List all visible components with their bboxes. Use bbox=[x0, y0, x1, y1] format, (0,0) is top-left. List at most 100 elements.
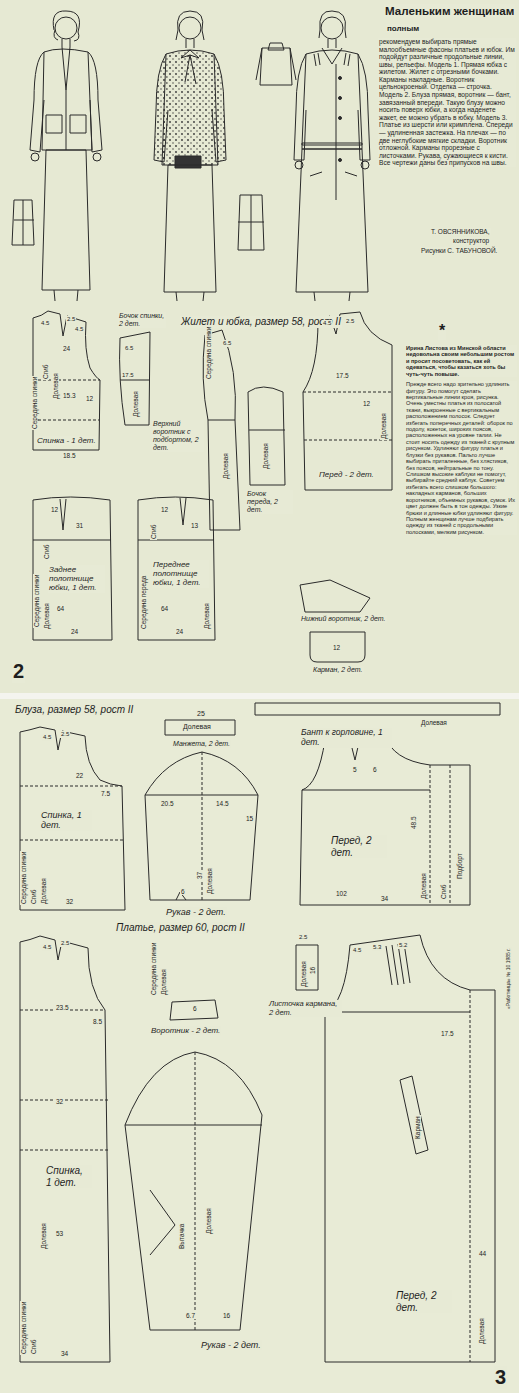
pattern-piece: Нижний воротник, 2 дет. bbox=[298, 578, 372, 638]
pattern-note: полным bbox=[386, 24, 420, 33]
dimension-number: 6.5 bbox=[124, 345, 134, 352]
dimension-number: 12 bbox=[362, 400, 371, 407]
page-title: Маленьким женщинам bbox=[384, 4, 515, 17]
pattern-note: Сгиб bbox=[30, 889, 37, 905]
pattern-note: Долевая bbox=[182, 723, 212, 731]
pattern-note: Долевая bbox=[40, 877, 47, 905]
piece-name: Спинка, 1 дет. bbox=[45, 1165, 92, 1188]
dimension-number: 12 bbox=[160, 506, 169, 513]
pattern-note: Долевая bbox=[206, 867, 213, 895]
pattern-note: Долевая bbox=[420, 719, 448, 726]
pattern-piece: Воротник - 2 дет. bbox=[148, 998, 220, 1043]
dimension-number: 102 bbox=[335, 890, 348, 897]
piece-name: Перед, 2 дет. bbox=[330, 835, 387, 858]
dimension-number: 32 bbox=[65, 898, 74, 905]
dimension-number: 15.3 bbox=[62, 392, 77, 399]
piece-name: Спинка, 1 дет. bbox=[40, 810, 92, 831]
pattern-note: Долевая bbox=[380, 412, 387, 440]
pattern-note: Сгиб bbox=[30, 1339, 37, 1355]
page-number: 2 bbox=[12, 660, 25, 683]
pattern-note: Подборт bbox=[456, 852, 463, 880]
dimension-number: 6 bbox=[372, 766, 378, 773]
dimension-number: 64 bbox=[160, 605, 169, 612]
dimension-number: 48.5 bbox=[410, 815, 417, 830]
pattern-note: Долевая bbox=[222, 452, 229, 480]
dimension-number: 14.5 bbox=[215, 800, 230, 807]
piece-name: Манжета, 2 дет. bbox=[172, 740, 231, 748]
pattern-piece: Перед, 2 дет. bbox=[320, 930, 498, 1365]
pattern-note: Сгиб bbox=[150, 524, 157, 540]
piece-name: Рукав - 2 дет. bbox=[200, 1340, 262, 1350]
dimension-number: 22 bbox=[75, 772, 84, 779]
dimension-number: 6.7 bbox=[185, 1312, 196, 1319]
pattern-piece: Спинка - 1 дет. bbox=[30, 308, 102, 453]
dimension-number: 34 bbox=[380, 895, 389, 902]
dimension-number: 53 bbox=[55, 1230, 64, 1237]
dimension-number: 4.5 bbox=[322, 320, 332, 327]
piece-name: Верхний воротник с подбортом, 2 дет. bbox=[152, 420, 204, 452]
pattern-note: Долевая bbox=[43, 602, 50, 630]
piece-name: Карман, 2 дет. bbox=[312, 666, 364, 674]
pattern-note: Долевая bbox=[160, 968, 167, 996]
dimension-number: 24 bbox=[175, 628, 184, 635]
pattern-note: Долевая bbox=[262, 442, 269, 470]
page-number: 3 bbox=[494, 1366, 507, 1389]
dimension-number: 12 bbox=[85, 395, 94, 402]
dimension-number: 7.5 bbox=[100, 790, 111, 797]
dimension-number: 6.5 bbox=[222, 340, 232, 347]
piece-name: Перед - 2 дет. bbox=[318, 470, 375, 479]
piece-name: Нижний воротник, 2 дет. bbox=[300, 615, 387, 623]
dimension-number: 6 bbox=[180, 888, 186, 895]
dimension-number: 12 bbox=[50, 506, 59, 513]
dimension-number: 20.5 bbox=[160, 800, 175, 807]
pattern-piece: Верхний воротник с подбортом, 2 дет. bbox=[150, 330, 245, 532]
dimension-number: 32 bbox=[55, 1098, 64, 1105]
dimension-number: 31 bbox=[75, 522, 84, 529]
dimension-number: 12 bbox=[332, 644, 341, 651]
pattern-note: Платье, размер 60, рост II bbox=[115, 922, 246, 934]
pattern-note: Середина спинки bbox=[20, 1301, 27, 1355]
dimension-number: 16 bbox=[222, 1312, 231, 1319]
dimension-number: 4.5 bbox=[352, 947, 362, 954]
pattern-note: Т. ОВСЯННИКОВА, bbox=[430, 228, 491, 235]
piece-name: Спинка - 1 дет. bbox=[36, 436, 97, 445]
dimension-number: 2.5 bbox=[298, 934, 308, 941]
piece-name: Воротник - 2 дет. bbox=[150, 1026, 221, 1035]
dimension-number: 2.5 bbox=[345, 318, 355, 325]
dimension-number: 4.5 bbox=[40, 320, 50, 327]
pattern-note: Долевая bbox=[205, 1207, 212, 1235]
dimension-number: 4.5 bbox=[42, 734, 52, 741]
dimension-number: 64 bbox=[56, 605, 65, 612]
dimension-number: 44 bbox=[478, 1250, 487, 1257]
pattern-note: Середина спинки bbox=[33, 574, 40, 628]
dimension-number: 4.5 bbox=[42, 944, 52, 951]
dimension-number: 24 bbox=[62, 345, 71, 352]
dimension-number: 2.5 bbox=[66, 316, 76, 323]
pattern-note: Сгиб bbox=[440, 884, 447, 900]
pattern-note: Долевая bbox=[132, 390, 139, 418]
pattern-note: Долевая bbox=[203, 602, 210, 630]
pattern-note: Долевая bbox=[420, 872, 427, 900]
pattern-piece: Бант к горловине, 1 дет. bbox=[253, 701, 503, 756]
pattern-note: Середина спинки bbox=[31, 376, 38, 430]
dimension-number: 25 bbox=[196, 710, 206, 718]
dimension-number: 5.3 bbox=[372, 944, 382, 951]
dimension-number: 37 bbox=[196, 871, 203, 880]
piece-name: Переднее полотнище юбки, 1 дет. bbox=[152, 560, 209, 588]
piece-name: Бочок спинки, 2 дет. bbox=[118, 312, 166, 328]
piece-name: Бант к горловине, 1 дет. bbox=[300, 728, 392, 748]
pattern-note: Середина переда bbox=[140, 575, 147, 630]
piece-name: Рукав - 2 дет. bbox=[165, 907, 227, 917]
dimension-number: 15 bbox=[245, 815, 254, 822]
pattern-note: Блуза, размер 58, рост II bbox=[14, 704, 134, 716]
dimension-number: 17.5 bbox=[440, 1030, 455, 1037]
pattern-note: Вытачка bbox=[178, 1223, 185, 1250]
dimension-number: 5 bbox=[352, 766, 358, 773]
pattern-note: Карман bbox=[414, 1115, 421, 1140]
dimension-number: 34 bbox=[60, 1350, 69, 1357]
pattern-piece: Спинка, 1 дет. bbox=[18, 932, 113, 1364]
piece-name: Листочка кармана, 2 дет. bbox=[268, 1000, 342, 1017]
pattern-piece: Спинка, 1 дет. bbox=[18, 725, 128, 913]
pattern-piece: Карман, 2 дет. bbox=[308, 630, 368, 680]
dimension-number: 23.5 bbox=[55, 1004, 70, 1011]
